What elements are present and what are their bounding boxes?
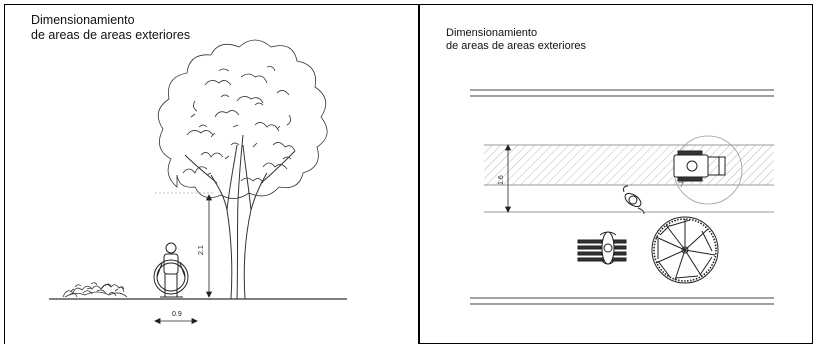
width-dimension-label: 0.9 (172, 311, 182, 318)
elevation-panel: Dimensionamiento de areas de areas exter… (4, 4, 419, 344)
elevation-drawing: 0.9 2.1 (49, 39, 347, 325)
shrub-icon (62, 282, 128, 298)
path-width-dimension (504, 144, 512, 213)
panel-title: Dimensionamiento de areas de areas exter… (31, 13, 190, 43)
title-line-1: Dimensionamiento (446, 27, 538, 39)
bottom-boundary (470, 297, 774, 305)
tree-plan-icon (651, 216, 719, 284)
height-dimension (205, 194, 213, 298)
top-boundary (470, 89, 774, 97)
plan-drawing: 1.6 (470, 89, 774, 305)
turn-arrow-icon (677, 181, 684, 188)
title-line-2: de areas de areas exteriores (31, 28, 191, 42)
path-width-label: 1.6 (498, 175, 505, 185)
hatched-path (484, 145, 774, 185)
plan-panel: Dimensionamiento de areas de areas exter… (419, 4, 813, 344)
wheelchair-plan-icon (673, 150, 726, 182)
pedestrian-plan-icon (623, 185, 645, 215)
tree-elevation-icon (157, 39, 328, 300)
wheelchair-user-icon (153, 242, 189, 298)
panel-title: Dimensionamiento de areas de areas exter… (446, 27, 586, 53)
width-dimension (154, 317, 198, 325)
title-line-1: Dimensionamiento (31, 13, 135, 27)
height-dimension-label: 2.1 (198, 245, 205, 255)
title-line-2: de areas de areas exteriores (446, 40, 587, 52)
bench-with-person-icon (577, 231, 627, 265)
